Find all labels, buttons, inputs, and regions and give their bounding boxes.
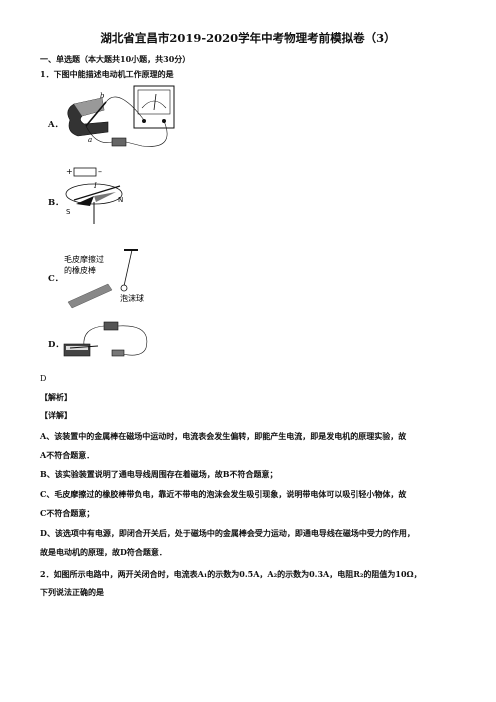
switch-d xyxy=(111,349,125,357)
question-2-stem-2: 下列说法正确的是 xyxy=(40,587,104,597)
question-1-stem: 1．下图中能描述电动机工作原理的是 xyxy=(40,69,174,79)
explanation-c-1: C、毛皮摩擦过的橡胶棒带负电，靠近不带电的泡沫会发生吸引现象，说明带电体可以吸引… xyxy=(40,489,407,499)
wire-bottom xyxy=(125,120,168,147)
power-source xyxy=(103,321,119,331)
page-title: 湖北省宜昌市2019-2020学年中考物理考前模拟卷（3） xyxy=(100,31,396,45)
analysis-heading: 【解析】 xyxy=(40,392,72,402)
rubber-rod xyxy=(67,283,113,309)
galvanometer-dial xyxy=(137,89,171,115)
figure-c-charged-rod: 毛皮摩擦过 的橡皮棒 泡沫球 xyxy=(64,249,144,309)
ball-label: 泡沫球 xyxy=(120,293,144,303)
thread xyxy=(123,249,133,287)
battery-minus: – xyxy=(98,167,102,176)
rod-label-b: b xyxy=(100,92,105,100)
battery-plus: + xyxy=(66,167,73,176)
dial-needle xyxy=(153,93,157,111)
rod-label-line-2: 的橡皮棒 xyxy=(64,265,96,275)
section-heading: 一、单选题（本大题共10小题，共30分） xyxy=(40,54,191,64)
pole-s: S xyxy=(66,208,71,216)
metal-rod xyxy=(85,101,107,127)
wire-top xyxy=(105,96,145,121)
explanation-b: B、该实验装置说明了通电导线周围存在着磁场，故B不符合题意； xyxy=(40,469,278,479)
explanation-a-2: A不符合题意． xyxy=(40,450,95,460)
needle-south xyxy=(76,196,94,206)
needle-north xyxy=(94,192,116,202)
wire-right xyxy=(117,325,148,356)
pole-n: N xyxy=(118,196,123,204)
switch xyxy=(111,137,127,147)
dial-scale xyxy=(141,100,167,109)
explanation-d-2: 故是电动机的原理，故D符合题意． xyxy=(40,547,167,557)
figure-b-oersted: + – I S N xyxy=(65,167,123,224)
question-2-stem-1: 2．如图所示电路中，两开关闭合时，电流表A₁的示数为0.5A，A₂的示数为0.3… xyxy=(40,569,422,579)
magnet-pole-top xyxy=(74,98,104,116)
figure-a-generator: b a xyxy=(67,85,175,147)
terminal-left xyxy=(142,119,146,123)
straight-wire xyxy=(73,185,121,201)
wire-left xyxy=(83,325,105,347)
explanation-d-1: D、该选项中有电源，即闭合开关后，处于磁场中的金属棒会受力运动，即通电导线在磁场… xyxy=(40,528,415,538)
explanation-c-2: C不符合题意； xyxy=(40,508,95,518)
detail-heading: 【详解】 xyxy=(40,410,72,420)
current-label: I xyxy=(93,182,97,190)
option-c-label: C． xyxy=(48,274,64,284)
option-b-label: B． xyxy=(48,198,64,208)
answer: D xyxy=(40,374,47,383)
option-a-label: A． xyxy=(48,120,64,130)
explanation-a-1: A、该装置中的金属棒在磁场中运动时，电流表会发生偏转，即能产生电流，即是发电机的… xyxy=(40,431,407,441)
foam-ball xyxy=(120,284,128,292)
metal-rail xyxy=(69,345,99,349)
rod-label-line-1: 毛皮摩擦过 xyxy=(64,254,104,264)
rod-label-a: a xyxy=(88,136,92,144)
figure-d-motor-principle xyxy=(63,321,148,357)
option-d-label: D． xyxy=(48,340,64,350)
battery xyxy=(73,167,97,177)
wire-rod xyxy=(85,125,113,143)
